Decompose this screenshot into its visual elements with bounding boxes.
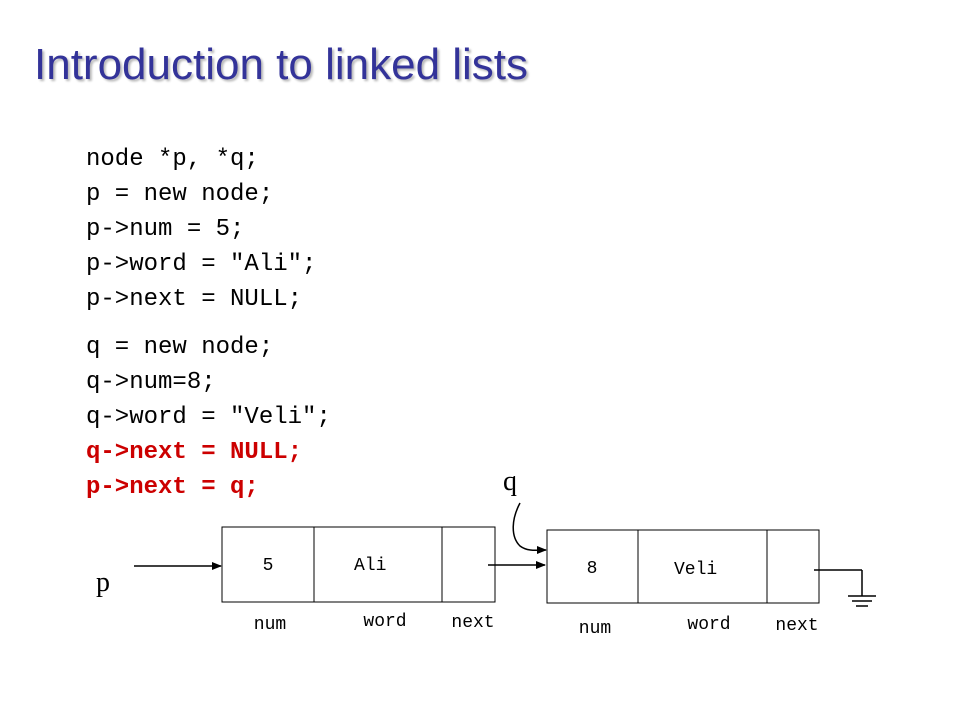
node-2-box — [546, 529, 820, 604]
node-1-num-value: 5 — [263, 556, 274, 576]
ground-icon — [814, 569, 876, 607]
pointer-q-arrow — [512, 502, 547, 555]
node-2-word-value: Veli — [674, 560, 717, 580]
code-line: p = new node; — [86, 181, 274, 208]
code-line: node *p, *q; — [86, 146, 259, 173]
node-2-num-label: num — [579, 619, 611, 639]
pointer-p-label: p — [96, 567, 110, 598]
node-2-word-label: word — [687, 615, 730, 635]
node-2: 8 Veli num word next — [546, 529, 820, 639]
node-1: 5 Ali num word next — [221, 526, 496, 635]
pointer-q-label: q — [503, 466, 517, 497]
node-1-num-label: num — [254, 615, 286, 635]
code-line: p->word = "Ali"; — [86, 251, 317, 278]
code-line: q->word = "Veli"; — [86, 404, 331, 431]
code-line: p->num = 5; — [86, 216, 245, 243]
code-line-highlighted: p->next = q; — [86, 474, 259, 501]
code-line: p->next = NULL; — [86, 286, 303, 313]
node-1-word-value: Ali — [354, 556, 386, 576]
code-line: q = new node; — [86, 334, 274, 361]
node-1-word-label: word — [363, 612, 406, 632]
code-line-highlighted: q->next = NULL; — [86, 439, 303, 466]
page-title: Introduction to linked lists — [34, 40, 529, 89]
node-1-next-label: next — [451, 613, 494, 633]
node-2-next-label: next — [775, 616, 818, 636]
code-line: q->num=8; — [86, 369, 216, 396]
node-2-num-value: 8 — [587, 559, 598, 579]
